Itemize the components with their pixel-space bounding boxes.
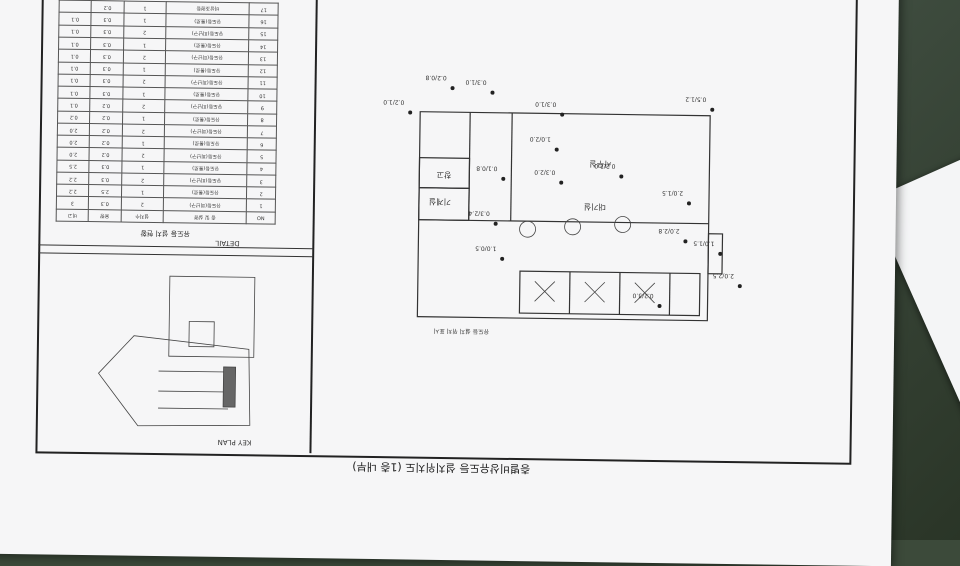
fixture-tag: 0.2/2.0 — [594, 162, 615, 169]
fixture-marker — [710, 107, 715, 112]
fixture-tag: 2.0/2.8 — [658, 227, 679, 234]
fixture-marker — [737, 284, 742, 289]
plan-fixtures — [519, 216, 656, 304]
room-label: 기계실 — [429, 197, 451, 207]
plan-note: 유도등 설치 위치 표시 — [434, 327, 490, 336]
room-label: 사무실 — [589, 159, 611, 169]
main-plan-walls — [416, 111, 724, 322]
plan-rooms: 대기실 사무실 창고 기계실 — [429, 159, 612, 212]
fixture-marker — [718, 251, 723, 256]
fixture-marker — [657, 304, 662, 309]
fixture-tag: 0.3/2.4 — [468, 209, 489, 216]
fixture-marker — [560, 112, 565, 117]
fixture-marker — [686, 201, 691, 206]
floor-plan: 대기실 사무실 창고 기계실 0.2/0.8 0.2/1.0 0.3/1.0 0.3/… — [98, 73, 742, 427]
key-plan-sketch — [98, 275, 256, 427]
fixture-tag: 0.1/0.8 — [476, 164, 497, 171]
fixture-tag: 0.5/1.2 — [685, 95, 706, 102]
fixture-tag: 0.2/0.8 — [425, 74, 446, 81]
fixture-tag: 2.0/1.5 — [662, 189, 683, 196]
fixture-marker — [683, 239, 688, 244]
plan-tags: 0.2/0.8 0.2/1.0 0.3/1.0 0.3/1.0 1.0/2.0 0.5/1… — [383, 74, 742, 309]
fixture-tag: 0.2/3.0 — [632, 292, 653, 299]
fixture-marker — [501, 176, 506, 181]
fixture-marker — [493, 221, 498, 226]
fixture-tag: 0.3/2.0 — [534, 168, 555, 175]
fixture-tag: 1.0/1.5 — [693, 239, 714, 246]
fixture-tag: 0.2/1.0 — [383, 98, 404, 105]
fixture-tag: 0.3/1.0 — [535, 100, 556, 107]
fixture-marker — [450, 86, 455, 91]
fixture-tag: 0.3/1.0 — [465, 78, 486, 85]
fixture-marker — [408, 110, 413, 115]
fixture-marker — [619, 174, 624, 179]
fixture-tag: 1.0/0.5 — [475, 244, 496, 251]
fixture-marker — [559, 180, 564, 185]
room-label: 대기실 — [584, 202, 606, 212]
fixture-marker — [554, 147, 559, 152]
fixture-tag: 2.0/2.5 — [713, 272, 734, 279]
fixture-tag: 1.0/2.0 — [530, 135, 551, 142]
fixture-marker — [500, 256, 505, 261]
fixture-marker — [490, 90, 495, 95]
room-label: 창고 — [437, 170, 452, 179]
